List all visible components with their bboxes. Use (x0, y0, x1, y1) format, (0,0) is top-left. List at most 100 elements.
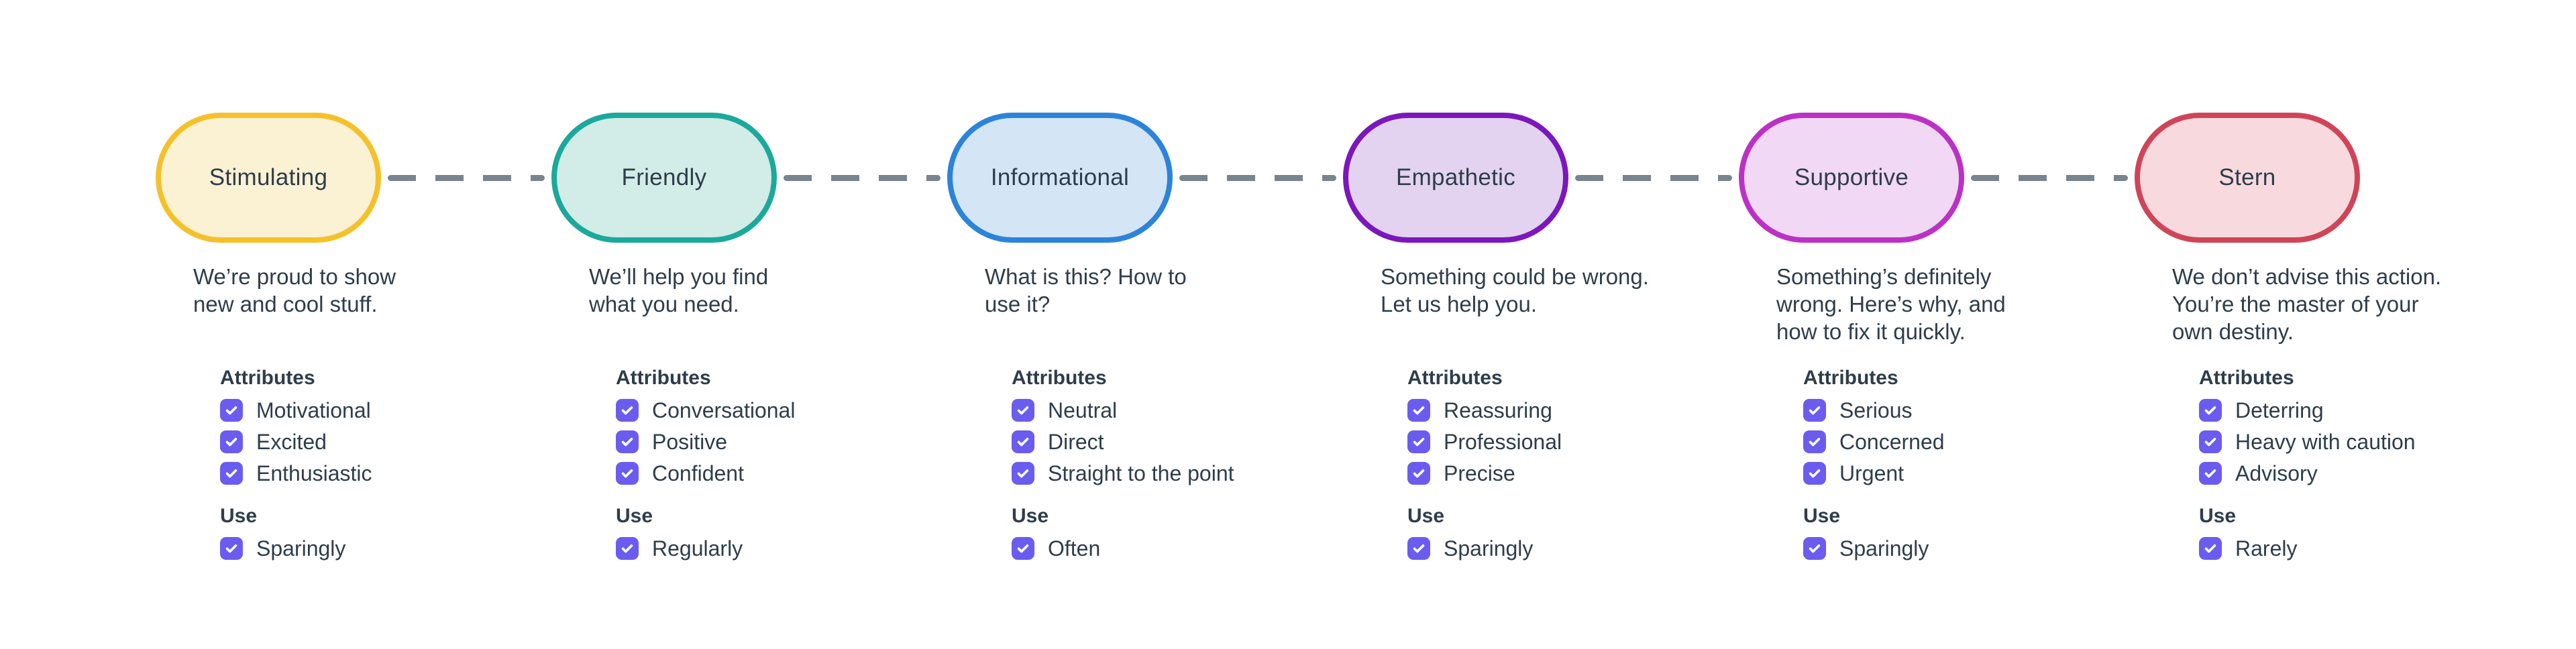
tone-node-label: Stern (2218, 164, 2276, 190)
use-label: Rarely (2235, 536, 2298, 560)
checkbox-checked[interactable] (1803, 430, 1826, 453)
attribute-row: Reassuring (1407, 399, 1552, 422)
checkbox-checked[interactable] (1803, 537, 1826, 560)
checkbox-checked[interactable] (616, 462, 639, 485)
tone-description: Something’s definitely wrong. Here’s why… (1776, 264, 2006, 344)
attribute-label: Heavy with caution (2235, 430, 2416, 454)
checkmark-icon (1809, 438, 1821, 447)
use-row: Sparingly (1407, 537, 1533, 560)
attribute-row: Heavy with caution (2199, 430, 2416, 453)
checkbox-checked[interactable] (616, 537, 639, 560)
attribute-row: Motivational (220, 399, 371, 422)
checkmark-icon (1809, 406, 1821, 415)
tone-column-stern: Stern We don’t advise this action. You’r… (2135, 113, 2441, 622)
tone-node-label: Empathetic (1395, 164, 1516, 190)
checkmark-icon (225, 544, 237, 553)
checkbox-checked[interactable] (1407, 430, 1430, 453)
tone-node-friendly: Friendly (551, 113, 777, 243)
attribute-label: Deterring (2235, 398, 2324, 422)
checkbox-checked[interactable] (1407, 537, 1430, 560)
checkmark-icon (621, 438, 633, 447)
checkbox-checked[interactable] (220, 430, 243, 453)
attribute-label: Concerned (1839, 430, 1945, 454)
checkbox-checked[interactable] (1012, 430, 1034, 453)
use-heading: Use (1012, 505, 1049, 527)
checkmark-icon (1413, 406, 1425, 415)
checkbox-checked[interactable] (2199, 537, 2222, 560)
checkbox-checked[interactable] (1012, 537, 1034, 560)
attribute-label: Confident (652, 461, 744, 485)
attribute-row: Deterring (2199, 399, 2324, 422)
use-section: Use Rarely (2199, 504, 2297, 560)
tone-node-label: Friendly (621, 164, 707, 190)
use-heading: Use (616, 505, 653, 527)
attribute-label: Reassuring (1444, 398, 1552, 422)
checkmark-icon (1017, 469, 1029, 478)
attribute-label: Professional (1444, 430, 1562, 454)
checkbox-checked[interactable] (220, 399, 243, 422)
checkbox-checked[interactable] (2199, 430, 2222, 453)
use-section: Use Sparingly (220, 504, 345, 560)
attribute-label: Enthusiastic (256, 461, 372, 485)
attribute-label: Neutral (1048, 398, 1118, 422)
tone-column-friendly: Friendly We’ll help you find what you ne… (551, 113, 795, 622)
checkbox-checked[interactable] (220, 462, 243, 485)
tone-node-stern: Stern (2135, 113, 2360, 243)
attribute-row: Confident (616, 462, 744, 485)
use-section: Use Often (1012, 504, 1100, 560)
attribute-label: Positive (652, 430, 728, 454)
use-label: Sparingly (1444, 536, 1534, 560)
attribute-row: Direct (1012, 430, 1104, 453)
checkmark-icon (1017, 438, 1029, 447)
checkmark-icon (2204, 438, 2216, 447)
tone-node-empathetic: Empathetic (1343, 113, 1568, 243)
attribute-label: Precise (1444, 461, 1515, 485)
checkbox-checked[interactable] (220, 537, 243, 560)
use-heading: Use (220, 505, 258, 527)
connector-line (1971, 175, 2128, 181)
checkbox-checked[interactable] (1803, 462, 1826, 485)
attribute-row: Professional (1407, 430, 1562, 453)
attribute-label: Urgent (1839, 461, 1904, 485)
use-heading: Use (1803, 505, 1841, 527)
checkbox-checked[interactable] (1407, 462, 1430, 485)
use-heading: Use (1407, 505, 1445, 527)
checkmark-icon (621, 469, 633, 478)
connector-line (784, 175, 941, 181)
checkbox-checked[interactable] (2199, 462, 2222, 485)
checkmark-icon (2204, 469, 2216, 478)
use-label: Sparingly (1839, 536, 1929, 560)
use-row: Often (1012, 537, 1100, 560)
attributes-heading: Attributes (220, 367, 315, 389)
attributes-section: Attributes Conversational Positive Confi… (616, 366, 795, 485)
checkmark-icon (621, 544, 633, 553)
attribute-row: Straight to the point (1012, 462, 1234, 485)
checkbox-checked[interactable] (1012, 399, 1034, 422)
attribute-row: Positive (616, 430, 727, 453)
connector-line (1179, 175, 1336, 181)
attribute-label: Straight to the point (1048, 461, 1234, 485)
attribute-row: Serious (1803, 399, 1913, 422)
checkbox-checked[interactable] (616, 399, 639, 422)
attributes-heading: Attributes (616, 367, 711, 389)
tone-description: We’ll help you find what you need. (589, 264, 769, 316)
checkmark-icon (2204, 406, 2216, 415)
tone-node-informational: Informational (947, 113, 1173, 243)
tone-column-informational: Informational What is this? How to use i… (947, 113, 1234, 622)
checkbox-checked[interactable] (1012, 462, 1034, 485)
attributes-heading: Attributes (1012, 367, 1107, 389)
checkbox-checked[interactable] (2199, 399, 2222, 422)
attribute-label: Serious (1839, 398, 1913, 422)
checkbox-checked[interactable] (1803, 399, 1826, 422)
use-label: Sparingly (256, 536, 346, 560)
attributes-heading: Attributes (2199, 367, 2294, 389)
checkmark-icon (2204, 544, 2216, 553)
checkbox-checked[interactable] (1407, 399, 1430, 422)
use-heading: Use (2199, 505, 2237, 527)
attributes-section: Attributes Deterring Heavy with caution … (2199, 366, 2416, 485)
checkbox-checked[interactable] (616, 430, 639, 453)
tone-description: What is this? How to use it? (985, 264, 1187, 316)
connector-line (388, 175, 545, 181)
tone-node-label: Stimulating (209, 164, 328, 190)
attribute-row: Urgent (1803, 462, 1904, 485)
